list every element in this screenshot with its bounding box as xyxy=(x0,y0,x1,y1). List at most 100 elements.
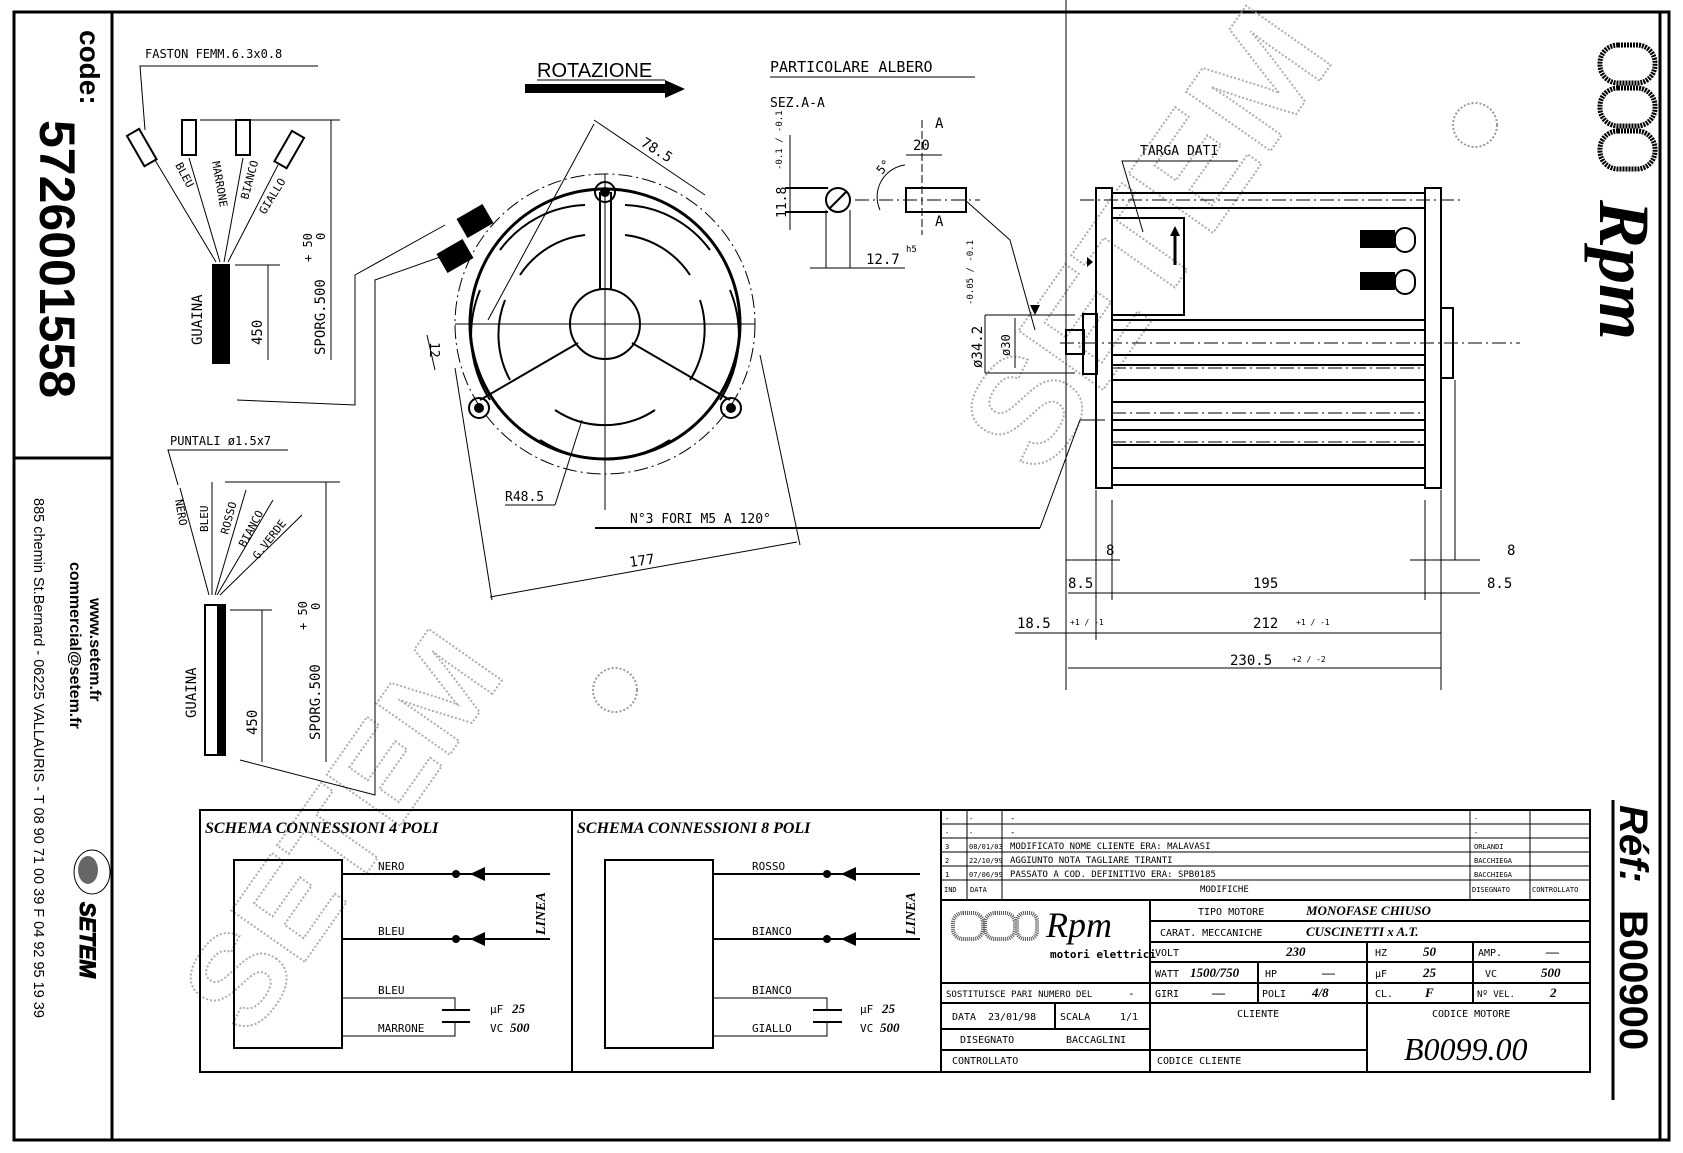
revision-ind: 1 xyxy=(945,871,949,879)
inner-diameter: ø30 xyxy=(999,334,1013,356)
setem-brand-text: SETEM xyxy=(75,902,100,978)
revision-data: 22/10/99 xyxy=(969,857,1003,865)
tol-plus: + 50 xyxy=(301,233,315,262)
watt-value: 1500/750 xyxy=(1190,965,1240,980)
wire-label: NERO xyxy=(172,498,189,526)
drawing-border xyxy=(12,10,1671,1142)
arrow-left-icon xyxy=(841,867,856,881)
nameplate-label: TARGA DATI xyxy=(1140,144,1218,159)
wire-label: BIANCO xyxy=(752,984,792,997)
volt-value: 230 xyxy=(1285,944,1306,959)
motor-side-view: TARGA DATI xyxy=(966,0,1520,690)
dim-18-5: 18.5 xyxy=(1017,616,1051,632)
flat-dim: 11.8 xyxy=(775,187,790,218)
replaces-label: SOSTITUISCE PARI NUMERO DEL xyxy=(946,990,1092,1000)
shaft-diameter: 12.7 xyxy=(866,252,900,268)
coil-logo-icon xyxy=(1597,42,1658,172)
revision-header-controllato: CONTROLLATO xyxy=(1532,886,1578,894)
pilot-diameter: ø34.2 xyxy=(970,326,986,368)
scale-label: SCALA xyxy=(1060,1012,1090,1023)
revision-by: BACCHIEGA xyxy=(1474,871,1513,879)
ref-value: B00900 xyxy=(1611,910,1655,1050)
nvel-value: 2 xyxy=(1549,985,1557,1000)
tol-minus: 0 xyxy=(314,233,328,240)
faston-connectors xyxy=(125,119,306,170)
dim-230-5: 230.5 xyxy=(1230,653,1272,669)
ref-label: Réf: xyxy=(1611,805,1655,883)
uf-label: µF xyxy=(1375,969,1387,980)
radius-label: R48.5 xyxy=(505,490,544,505)
arrow-left-icon xyxy=(470,932,485,946)
tol-plus: + 50 xyxy=(296,601,310,630)
dim-8-right: 8 xyxy=(1507,543,1515,559)
schema-4-title: SCHEMA CONNESSIONI 4 POLI xyxy=(205,820,439,837)
drawn-value: BACCAGLINI xyxy=(1066,1035,1126,1046)
uf-label: µF xyxy=(860,1003,873,1016)
revision-header-data: DATA xyxy=(970,886,988,894)
shaft-fit: h5 xyxy=(906,245,917,255)
wires xyxy=(179,482,303,596)
vc-value: 500 xyxy=(1541,965,1561,980)
email-link[interactable]: commercial@setem.fr xyxy=(66,562,83,729)
revision-ind: 3 xyxy=(945,843,949,851)
wires xyxy=(154,157,279,263)
rpm-logo-text: Rpm xyxy=(1584,199,1664,340)
faston-leader-line xyxy=(139,65,318,131)
hz-label: HZ xyxy=(1375,948,1387,959)
code-label: code: xyxy=(74,30,105,105)
dim-12: 12 xyxy=(426,342,441,358)
revision-header-modifiche: MODIFICHE xyxy=(1200,885,1249,895)
protrusion-label: SPORG.500 xyxy=(313,279,329,355)
dim-177-line xyxy=(489,541,798,598)
mech-value: CUSCINETTI x A.T. xyxy=(1306,924,1418,939)
rotation-indicator: ROTAZIONE xyxy=(525,60,685,98)
code-block: code: 5726001558 xyxy=(29,30,105,398)
company-info: www.setem.fr commercial@setem.fr 885 che… xyxy=(30,498,111,1018)
wire-label: NERO xyxy=(378,860,405,873)
revision-header-disegnato: DISEGNATO xyxy=(1472,886,1510,894)
uf-value: 25 xyxy=(881,1001,896,1016)
motor-type-label: TIPO MOTORE xyxy=(1198,907,1264,918)
protrusion-label: SPORG.500 xyxy=(308,664,324,740)
giri-label: GIRI xyxy=(1155,989,1179,1000)
arrow-right-icon xyxy=(665,80,685,98)
uf-label: µF xyxy=(490,1003,503,1016)
watt-label: WATT xyxy=(1155,969,1179,980)
section-mark-top: A xyxy=(935,116,944,132)
vc-value: 500 xyxy=(880,1020,900,1035)
mech-label: CARAT. MECCANICHE xyxy=(1160,928,1262,939)
sheath-length: 450 xyxy=(250,320,266,345)
line-label: LINEA xyxy=(534,892,549,936)
wire-label: BLEU xyxy=(198,506,211,533)
uf-value: 25 xyxy=(1422,965,1437,980)
pilot-tolerance: -0.05 / -0.1 xyxy=(966,240,976,305)
rpm-logo-subtitle: motori elettrici xyxy=(1050,948,1156,961)
line-label: LINEA xyxy=(904,892,919,936)
website-link[interactable]: www.setem.fr xyxy=(86,597,103,701)
dim-8-5-left: 8.5 xyxy=(1068,576,1093,592)
wire-label: ROSSO xyxy=(752,860,785,873)
shaft-detail-title: PARTICOLARE ALBERO xyxy=(770,58,933,76)
giri-value: — xyxy=(1211,985,1225,1000)
revision-ind: - xyxy=(945,815,949,823)
mounting-hole-icon xyxy=(468,181,742,419)
section-mark-bottom: A xyxy=(935,214,944,230)
motor-front-view: 78.5 12 R48.5 N°3 FORI M5 A 120° 177 xyxy=(426,119,1105,601)
shaft-detail: PARTICOLARE ALBERO SEZ.A-A 11.8 -0.1 / -… xyxy=(770,58,1036,331)
code-value: 5726001558 xyxy=(29,120,85,398)
dim-177: 177 xyxy=(628,552,655,571)
dim-212: 212 xyxy=(1253,616,1278,632)
revision-ind: - xyxy=(945,829,949,837)
address-text: 885 chemin St.Bernard - 06225 VALLAURIS … xyxy=(30,498,46,1018)
setem-logo-icon xyxy=(73,849,111,895)
revision-desc: - xyxy=(1010,828,1015,838)
watermark-setem-upper: SETEM xyxy=(929,0,1363,498)
vc-label: VC xyxy=(860,1022,873,1035)
sheath-length: 450 xyxy=(245,710,261,735)
watermark-registered-mark-icon xyxy=(592,667,638,713)
chamfer-angle: 5° xyxy=(874,157,894,177)
uf-value: 25 xyxy=(511,1001,526,1016)
wire-label: BIANCO xyxy=(752,925,792,938)
sheath-label: GUAINA xyxy=(190,294,206,345)
